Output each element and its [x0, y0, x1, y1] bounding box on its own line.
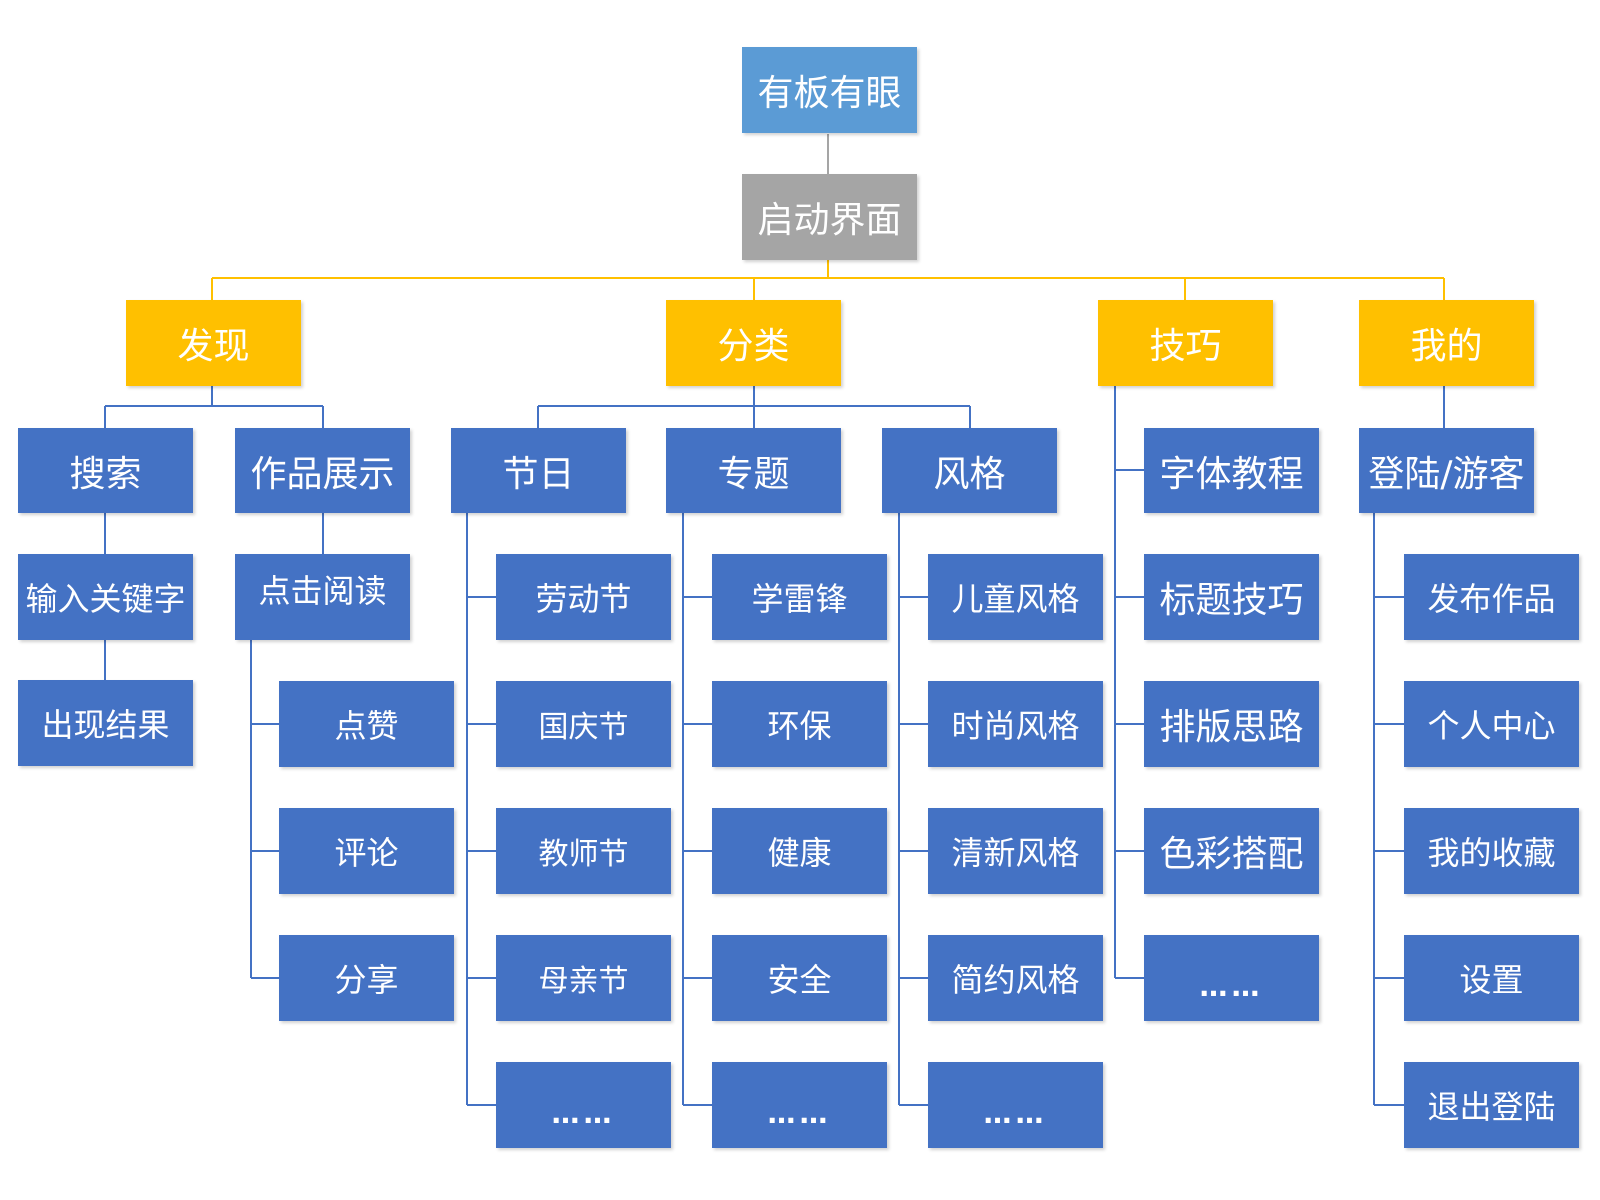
holiday-node: 节日 — [451, 428, 626, 513]
layout-ideas-node: 排版思路 — [1144, 681, 1319, 767]
mine-node: 我的 — [1359, 300, 1534, 386]
comment-node: 评论 — [279, 808, 454, 894]
labor-day-node: 劳动节 — [496, 554, 671, 640]
like-node: 点赞 — [279, 681, 454, 767]
showcase-node: 作品展示 — [235, 428, 410, 513]
my-favorites-node: 我的收藏 — [1404, 808, 1579, 894]
skills-node: 技巧 — [1098, 300, 1273, 386]
topic-more-node: …… — [712, 1062, 887, 1148]
teachers-day-node: 教师节 — [496, 808, 671, 894]
category-node: 分类 — [666, 300, 841, 386]
skills-more-node: …… — [1144, 935, 1319, 1021]
minimal-style-node: 简约风格 — [928, 935, 1103, 1021]
click-read-node: 点击阅读 — [235, 554, 410, 640]
environment-node: 环保 — [712, 681, 887, 767]
fresh-style-node: 清新风格 — [928, 808, 1103, 894]
login-guest-node: 登陆/游客 — [1359, 428, 1534, 513]
safety-node: 安全 — [712, 935, 887, 1021]
logout-node: 退出登陆 — [1404, 1062, 1579, 1148]
start-screen-node: 启动界面 — [742, 174, 917, 260]
input-keyword-node: 输入关键字 — [18, 554, 193, 640]
share-node: 分享 — [279, 935, 454, 1021]
title-tips-node: 标题技巧 — [1144, 554, 1319, 640]
fashion-style-node: 时尚风格 — [928, 681, 1103, 767]
health-node: 健康 — [712, 808, 887, 894]
holiday-more-node: …… — [496, 1062, 671, 1148]
search-node: 搜索 — [18, 428, 193, 513]
personal-center-node: 个人中心 — [1404, 681, 1579, 767]
color-matching-node: 色彩搭配 — [1144, 808, 1319, 894]
learn-leifeng-node: 学雷锋 — [712, 554, 887, 640]
root-node: 有板有眼 — [742, 47, 917, 133]
children-style-node: 儿童风格 — [928, 554, 1103, 640]
style-node: 风格 — [882, 428, 1057, 513]
font-tutorial-node: 字体教程 — [1144, 428, 1319, 513]
show-results-node: 出现结果 — [18, 680, 193, 766]
mothers-day-node: 母亲节 — [496, 935, 671, 1021]
discover-node: 发现 — [126, 300, 301, 386]
style-more-node: …… — [928, 1062, 1103, 1148]
topic-node: 专题 — [666, 428, 841, 513]
settings-node: 设置 — [1404, 935, 1579, 1021]
national-day-node: 国庆节 — [496, 681, 671, 767]
publish-work-node: 发布作品 — [1404, 554, 1579, 640]
